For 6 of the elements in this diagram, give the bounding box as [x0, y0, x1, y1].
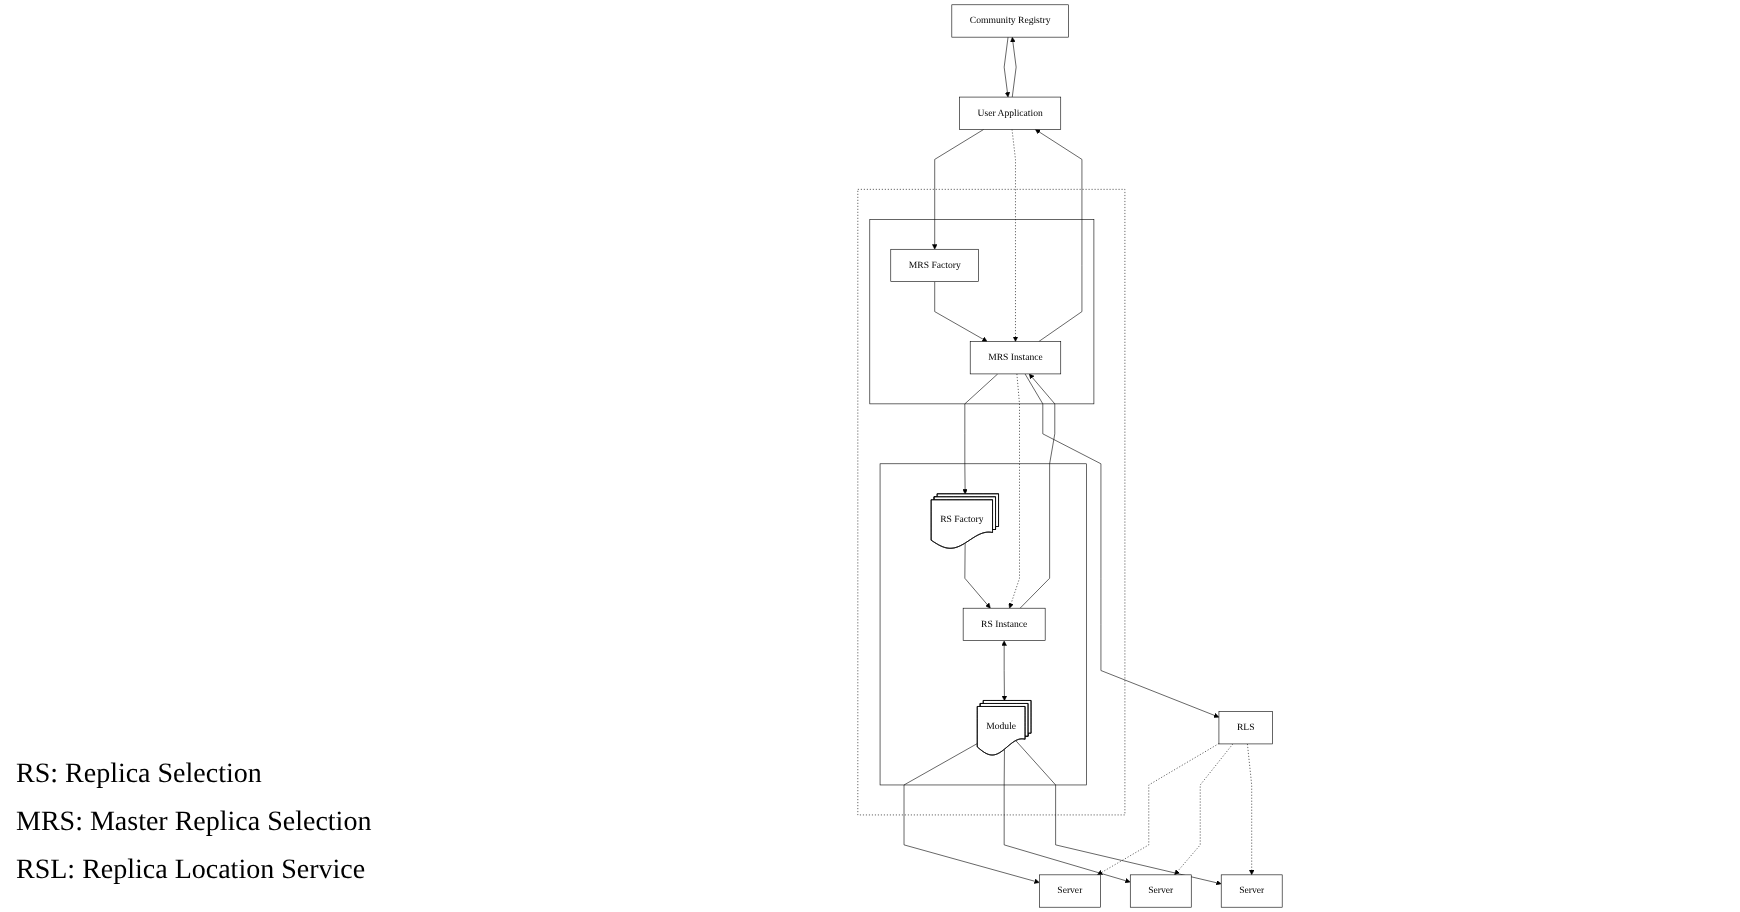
abbreviation-note: MRS: Master Replica Selection [16, 808, 372, 840]
abbreviation-note: RS: Replica Selection [16, 760, 264, 792]
cluster [869, 219, 1095, 405]
cluster [879, 463, 1087, 786]
abbreviation-note: RSL: Replica Location Service [16, 856, 368, 888]
cluster [857, 189, 1126, 816]
